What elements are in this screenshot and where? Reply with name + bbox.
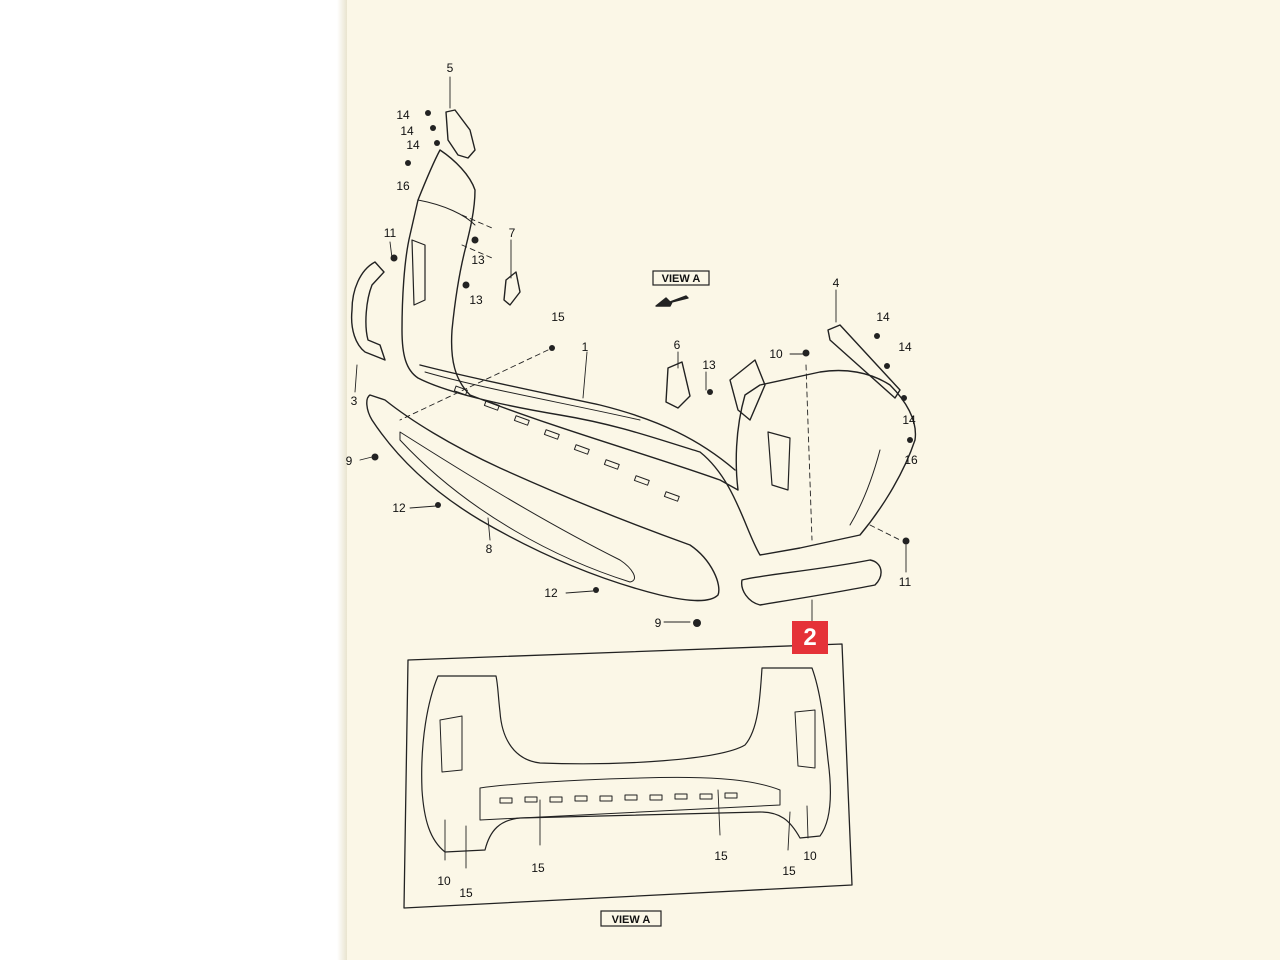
part-3-left-bracket bbox=[350, 261, 386, 361]
part-2-lower-extension bbox=[741, 559, 882, 606]
callout-9: 9 bbox=[655, 616, 662, 630]
part-4-right-bracket bbox=[827, 324, 901, 399]
callout-15: 15 bbox=[531, 861, 545, 875]
callout-13: 13 bbox=[702, 358, 716, 372]
part-5-upper-bracket bbox=[445, 109, 476, 159]
svg-text:VIEW A: VIEW A bbox=[662, 273, 701, 285]
callout-14: 14 bbox=[400, 124, 414, 138]
side-retainer bbox=[729, 359, 766, 421]
callout-10: 10 bbox=[437, 874, 451, 888]
callout-12: 12 bbox=[544, 586, 558, 600]
view-a-label-bottom: VIEW A bbox=[600, 910, 662, 927]
part-6-bracket bbox=[665, 361, 691, 409]
callout-14: 14 bbox=[898, 340, 912, 354]
view-a-inset-frame bbox=[403, 643, 853, 909]
callout-14: 14 bbox=[902, 413, 916, 427]
callout-4: 4 bbox=[833, 276, 840, 290]
callout-3: 3 bbox=[351, 394, 358, 408]
view-a-label-top: VIEW A bbox=[652, 270, 710, 286]
callout-14: 14 bbox=[406, 138, 420, 152]
callout-11: 11 bbox=[899, 575, 912, 589]
callout-15: 15 bbox=[782, 864, 796, 878]
callout-11: 11 bbox=[384, 226, 397, 240]
page-fold-shadow bbox=[337, 0, 347, 960]
callout-1: 1 bbox=[582, 340, 589, 354]
callout-6: 6 bbox=[674, 338, 681, 352]
callout-16: 16 bbox=[904, 453, 918, 467]
part-7-clip bbox=[503, 271, 521, 306]
callout-numbers: 5 14 14 14 16 11 7 13 13 15 1 6 13 10 4 … bbox=[346, 61, 918, 900]
part-1-slot-row bbox=[453, 385, 680, 502]
callout-5: 5 bbox=[447, 61, 454, 75]
callout-12: 12 bbox=[392, 501, 406, 515]
leader-lines bbox=[354, 76, 907, 623]
callout-9: 9 bbox=[346, 454, 353, 468]
callout-7: 7 bbox=[509, 226, 516, 240]
callout-14: 14 bbox=[396, 108, 410, 122]
view-a-arrow bbox=[655, 295, 689, 307]
callout-8: 8 bbox=[486, 542, 493, 556]
part-1-bumper-cover bbox=[401, 149, 917, 556]
part-8-lower-garnish bbox=[366, 394, 720, 602]
callout-13: 13 bbox=[471, 253, 485, 267]
callout-16: 16 bbox=[396, 179, 410, 193]
callout-10: 10 bbox=[803, 849, 817, 863]
view-a-bumper-back bbox=[421, 667, 831, 869]
highlight-badge-part-2: 2 bbox=[792, 621, 828, 654]
callout-13: 13 bbox=[469, 293, 483, 307]
svg-text:VIEW A: VIEW A bbox=[612, 914, 651, 926]
callout-15: 15 bbox=[714, 849, 728, 863]
dashed-guides bbox=[399, 214, 901, 541]
fasteners bbox=[371, 110, 913, 627]
callout-14: 14 bbox=[876, 310, 890, 324]
callout-15: 15 bbox=[551, 310, 565, 324]
callout-15: 15 bbox=[459, 886, 473, 900]
callout-10: 10 bbox=[769, 347, 783, 361]
catalog-sheet bbox=[343, 0, 1280, 960]
